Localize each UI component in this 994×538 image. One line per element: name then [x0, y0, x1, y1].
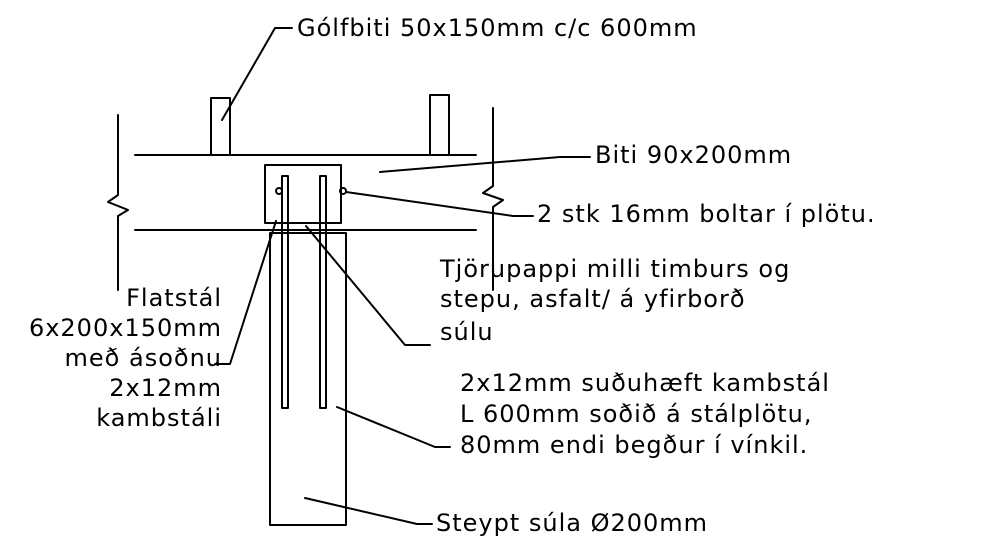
floor-joist-left	[210, 97, 231, 156]
rebar-right	[319, 175, 327, 409]
label-flatstal-line-2: 6x200x150mm	[28, 314, 222, 342]
label-kambstal-line-1: 2x12mm suðuhæft kambstál	[460, 369, 830, 397]
leader-golfbiti	[221, 27, 293, 121]
label-tjorupappi-line-1: Tjörupappi milli timburs og	[440, 255, 791, 283]
rebar-left	[281, 175, 289, 409]
leader-kambstal	[336, 406, 451, 448]
bolt-left	[275, 187, 283, 195]
leader-biti	[379, 156, 591, 173]
break-line-right	[482, 107, 504, 291]
label-tjorupappi-line-2: stepu, asfalt/ á yfirborð	[440, 285, 746, 313]
leader-sula	[304, 497, 433, 525]
floor-joist-right	[429, 94, 450, 156]
label-sula: Steypt súla Ø200mm	[436, 509, 709, 537]
label-flatstal-line-4: 2x12mm	[109, 374, 222, 402]
leader-boltar	[345, 191, 534, 217]
label-flatstal-line-5: kambstáli	[96, 404, 222, 432]
label-flatstal-line-3: með ásoðnu	[64, 344, 222, 372]
label-kambstal-line-2: L 600mm soðið á stálplötu,	[460, 400, 813, 428]
label-biti: Biti 90x200mm	[595, 141, 793, 169]
label-flatstal-line-1: Flatstál	[126, 284, 222, 312]
break-line-left	[107, 114, 129, 291]
concrete-column	[269, 232, 347, 526]
bolt-right	[339, 187, 347, 195]
label-golfbiti: Gólfbiti 50x150mm c/c 600mm	[297, 14, 698, 42]
leader-flatstal	[214, 220, 277, 365]
label-tjorupappi-line-3: súlu	[440, 318, 494, 346]
label-kambstal-line-3: 80mm endi begður í vínkil.	[460, 431, 809, 459]
label-boltar: 2 stk 16mm boltar í plötu.	[537, 200, 876, 228]
label-flatstal: Flatstál 6x200x150mm með ásoðnu 2x12mm k…	[0, 283, 222, 433]
leader-tjorupappi	[305, 225, 431, 346]
